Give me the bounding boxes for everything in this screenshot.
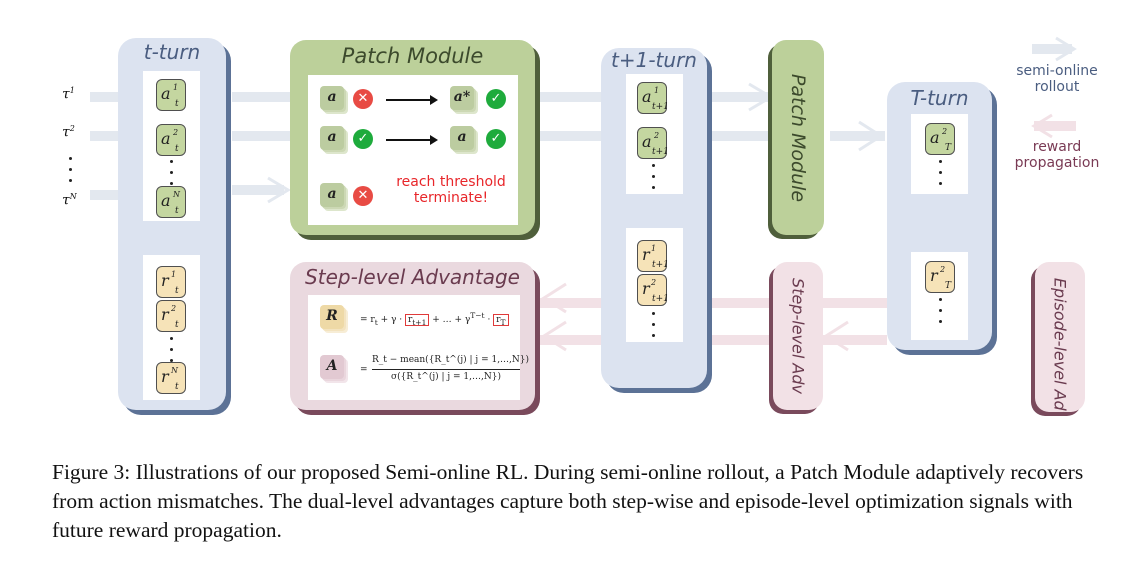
legend-rollout-arrow [1032, 44, 1072, 54]
figure-caption: Figure 3: Illustrations of our proposed … [52, 460, 1084, 542]
rollout-flow-patch-to-t1-1 [540, 92, 605, 102]
rollout-arrowhead-icon [858, 120, 884, 152]
t1-turn-title: t+1-turn [611, 48, 697, 72]
step-level-advantage-title: Step-level Advantage [305, 265, 520, 289]
patch-module-box: Patch Module a ✕ a* ✓ a ✓ a ✓ a ✕ reach … [290, 40, 535, 235]
patch-module-panel: a ✕ a* ✓ a ✓ a ✓ a ✕ reach threshold ter… [308, 75, 518, 225]
reward-arrowhead-icon [823, 320, 849, 352]
advantage-formula-panel: R = rt + γ · rt+1 + … + γT−t · rT A = R_… [308, 295, 529, 400]
rollout-flow-t-to-patch-1 [232, 92, 290, 102]
action-ellipsis [652, 164, 656, 197]
reward-flow-1 [540, 298, 608, 308]
patch-module-title: Patch Module [341, 44, 484, 68]
episode-level-adv-pill-label: Episode-level Adv [1050, 277, 1070, 412]
rollout-flow-t1-to-pm-1 [710, 92, 772, 102]
step-level-adv-pill: Step-level Adv [773, 262, 823, 410]
wrong-icon: ✕ [353, 89, 373, 109]
action-ellipsis [939, 160, 943, 193]
reward-arrowhead-icon [541, 320, 567, 352]
corrected-action-stack: a* [450, 86, 478, 114]
correct-icon: ✓ [486, 129, 506, 149]
legend-reward-arrow [1034, 121, 1076, 131]
reward-flow-2 [540, 335, 608, 345]
reward-flow-6 [822, 335, 887, 345]
reward-ellipsis [652, 312, 656, 345]
highlight-box: rT [493, 314, 509, 327]
reward-flow-5 [822, 298, 887, 308]
correct-icon: ✓ [486, 89, 506, 109]
episode-level-adv-pill: Episode-level Adv [1035, 262, 1085, 412]
advantage-stack: A [320, 355, 348, 383]
wrong-icon: ✕ [353, 186, 373, 206]
reward-ellipsis [939, 298, 943, 331]
threshold-message: reach threshold terminate! [396, 174, 506, 206]
rollout-flow-patch-to-t1-2 [540, 131, 605, 141]
arrow-right-icon [386, 95, 438, 105]
patch-module-pill-label: Patch Module [787, 73, 809, 202]
rollout-arrowhead-icon [748, 82, 774, 112]
rollout-flow-t-to-patch-2 [232, 131, 290, 141]
trajectory-label-2: τ2 [62, 124, 75, 141]
action-stack: a [450, 126, 478, 154]
arrow-right-icon [386, 135, 438, 145]
t-turn-title: t-turn [143, 40, 201, 64]
return-formula: = rt + γ · rt+1 + … + γT−t · rT [360, 311, 509, 327]
trajectory-label-n: τN [62, 192, 77, 209]
return-stack: R [320, 305, 348, 333]
T-turn-title: T-turn [910, 86, 969, 110]
patch-module-pill: Patch Module [772, 40, 824, 235]
rollout-flow-pm-to-T [830, 131, 885, 141]
rollout-flow-2 [90, 131, 120, 141]
correct-icon: ✓ [353, 129, 373, 149]
step-level-advantage-box: Step-level Advantage R = rt + γ · rt+1 +… [290, 262, 535, 410]
legend-rollout-arrowhead-icon [1055, 36, 1077, 62]
trajectory-ellipsis [69, 157, 73, 190]
reward-arrowhead-icon [541, 282, 567, 314]
rollout-arrowhead-icon [267, 176, 291, 204]
step-level-adv-pill-label: Step-level Adv [788, 278, 808, 394]
action-ellipsis [170, 160, 174, 193]
legend-reward-label: reward propagation [1014, 139, 1100, 171]
reward-ellipsis [170, 337, 174, 370]
reward-flow-4 [712, 335, 774, 345]
trajectory-label-1: τ1 [62, 86, 75, 103]
action-stack: a [320, 183, 348, 211]
rollout-flow-1 [90, 92, 120, 102]
rollout-flow-t1-to-pm-2 [710, 131, 772, 141]
reward-flow-3 [712, 298, 774, 308]
legend-rollout-label: semi-online rollout [1016, 63, 1098, 95]
highlight-box: rt+1 [404, 314, 430, 327]
legend-reward-arrowhead-icon [1031, 113, 1053, 139]
action-stack: a [320, 86, 348, 114]
rollout-flow-n [90, 190, 120, 200]
action-stack: a [320, 126, 348, 154]
rollout-flow-t-to-patch-n [232, 185, 284, 195]
